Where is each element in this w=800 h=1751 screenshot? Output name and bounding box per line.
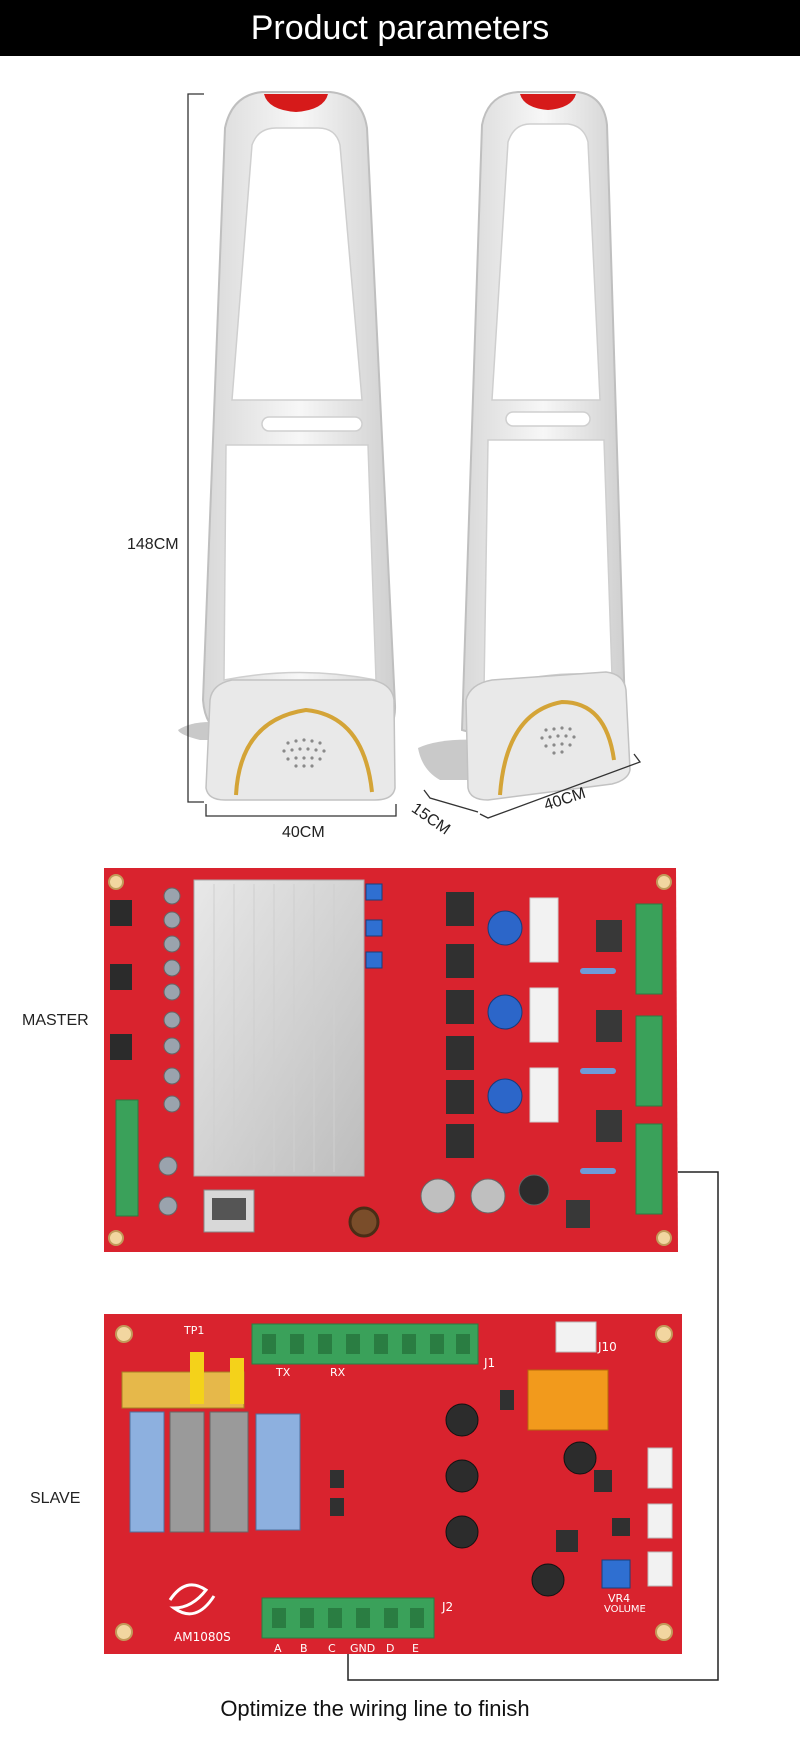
master-label: MASTER [22,1012,89,1029]
slave-j2-label: J2 [442,1600,454,1614]
master-board [104,868,678,1252]
slave-volume-label: VOLUME [604,1604,646,1615]
page-title: Product parameters [250,9,550,47]
pin-label: E [412,1642,419,1655]
slave-j10-label: J10 [598,1340,617,1354]
slave-pin-row: A B C GND D E [268,1642,438,1658]
wiring-line [347,1171,719,1681]
antenna-side [418,91,631,801]
slave-model-label: AM1080S [174,1630,231,1644]
pin-label: GND [350,1642,376,1655]
slave-j1-label: J1 [484,1356,496,1370]
slave-tp1-label: TP1 [184,1324,205,1337]
slave-vr4-label: VR4 [608,1592,631,1605]
slave-rx-label: RX [330,1366,346,1379]
header-bar [0,0,800,56]
height-label: 148CM [127,536,179,553]
front-width-label: 40CM [282,824,325,841]
pin-label: A [274,1642,282,1655]
pin-label: B [300,1642,308,1655]
pin-label: D [386,1642,395,1655]
pin-label: C [328,1642,336,1655]
footer-caption: Optimize the wiring line to finish [220,1696,530,1721]
dimension-lines [187,93,642,819]
slave-label: SLAVE [30,1490,81,1507]
slave-tx-label: TX [276,1366,291,1379]
antenna-front [178,91,397,801]
slave-board [104,1314,682,1654]
